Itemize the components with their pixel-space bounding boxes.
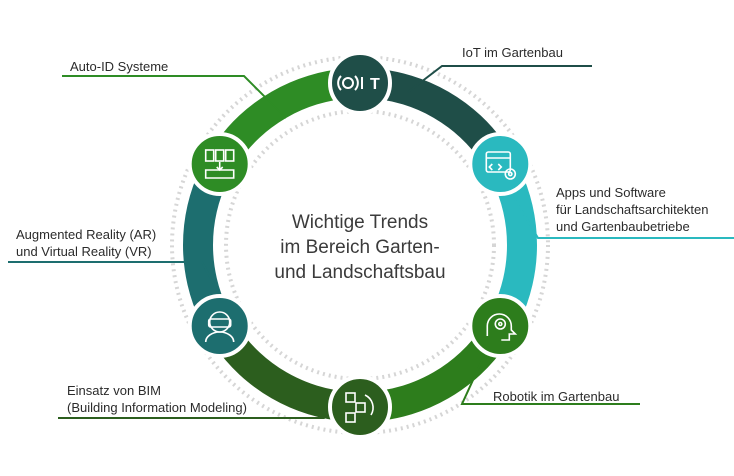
ring-segment-apps — [492, 167, 537, 323]
iot-text-icon: T — [337, 75, 380, 93]
label-bim-line-2: (Building Information Modeling) — [67, 400, 247, 415]
badge-circle-arvr — [187, 294, 252, 358]
label-apps-line-3: und Gartenbaubetriebe — [556, 219, 690, 234]
leader-line-iot — [407, 65, 592, 93]
label-apps-line-2: für Landschaftsarchitekten — [556, 202, 709, 217]
badge-apps — [468, 132, 533, 196]
badge-circle-apps — [468, 132, 533, 196]
label-apps: Apps und Software für Landschaftsarchite… — [556, 184, 708, 235]
ring-segment-iot — [370, 68, 507, 163]
leader-line-robotik — [460, 331, 640, 405]
center-title-line-3: und Landschaftsbau — [274, 262, 446, 283]
label-arvr-line-2: und Virtual Reality (VR) — [16, 244, 152, 259]
ring-segment-bim — [213, 327, 350, 422]
ring-segments — [183, 68, 537, 422]
label-arvr-line-1: Augmented Reality (AR) — [16, 227, 157, 242]
badge-bim — [328, 375, 392, 439]
ring-segment-arvr — [183, 167, 228, 323]
label-arvr: Augmented Reality (AR) und Virtual Reali… — [16, 226, 156, 260]
label-autoid-line-1: Auto-ID Systeme — [70, 59, 169, 74]
label-bim: Einsatz von BIM (Building Information Mo… — [67, 382, 247, 416]
center-title-line-1: Wichtige Trends — [291, 212, 429, 233]
robot-head-icon — [486, 313, 518, 341]
center-title-line-2: im Bereich Garten- — [280, 237, 440, 258]
icon-badges: T — [187, 51, 533, 439]
badge-circle-bim — [328, 375, 392, 439]
badge-circle-iot — [328, 51, 392, 115]
label-iot-line-1: IoT im Gartenbau — [462, 45, 563, 60]
center-title: Wichtige Trends im Bereich Garten- und L… — [238, 210, 482, 285]
label-bim-line-1: Einsatz von BIM — [67, 383, 161, 398]
badge-arvr — [187, 294, 252, 358]
label-autoid: Auto-ID Systeme — [70, 58, 168, 75]
code-settings-icon — [485, 151, 517, 180]
label-robotik: Robotik im Gartenbau — [493, 388, 619, 405]
leader-line-arvr — [8, 261, 219, 293]
vr-headset-icon — [204, 311, 235, 343]
ring-segment-autoid — [213, 68, 350, 163]
badge-robotik — [468, 294, 533, 358]
network-blocks-icon — [345, 392, 374, 423]
label-robotik-line-1: Robotik im Gartenbau — [493, 389, 620, 404]
badge-autoid — [187, 132, 252, 196]
badge-iot: T — [328, 51, 392, 115]
ring-segment-robotik — [370, 327, 507, 422]
documents-tray-icon — [204, 149, 235, 179]
label-apps-line-1: Apps und Software — [556, 185, 666, 200]
label-iot: IoT im Gartenbau — [462, 44, 563, 61]
svg-text:T: T — [370, 76, 380, 93]
leader-line-autoid — [62, 75, 287, 119]
